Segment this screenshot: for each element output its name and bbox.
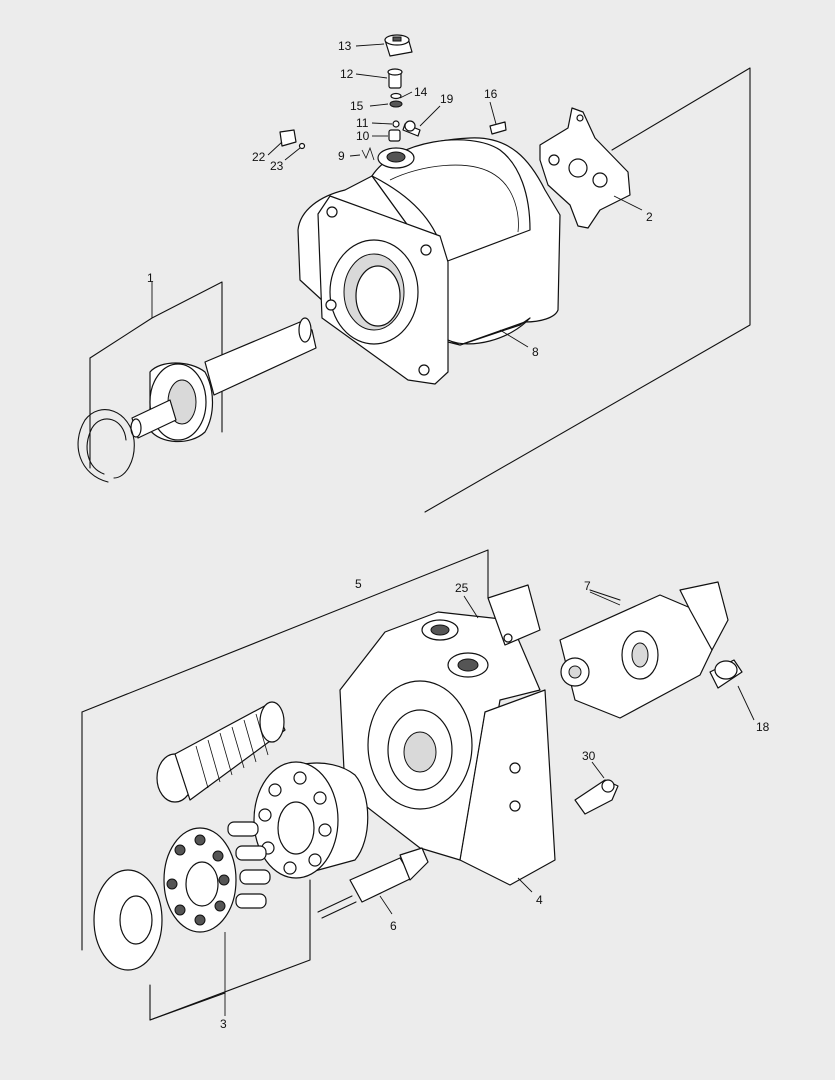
callout-13: 13 (338, 39, 352, 53)
callout-30: 30 (582, 749, 596, 763)
control-valve (317, 847, 429, 919)
mounting-bracket (539, 107, 631, 229)
callout-11: 11 (356, 116, 369, 130)
piston-retainer (163, 821, 271, 933)
valve-block (339, 584, 556, 886)
thrust-washer (93, 869, 163, 971)
callout-6: 6 (390, 919, 397, 933)
callout-25: 25 (455, 581, 469, 595)
callout-2: 2 (646, 210, 653, 224)
callout-23: 23 (270, 159, 284, 173)
drive-shaft-assembly (77, 317, 317, 483)
callout-9: 9 (338, 149, 345, 163)
callout-18: 18 (756, 720, 770, 734)
callout-16: 16 (484, 87, 498, 101)
callout-22: 22 (252, 150, 266, 164)
callout-3: 3 (220, 1017, 227, 1031)
callout-5: 5 (355, 577, 362, 591)
assembly-bracket-lines (81, 67, 751, 1021)
callout-4: 4 (536, 893, 543, 907)
callout-1: 1 (147, 271, 154, 285)
callout-10: 10 (356, 129, 370, 143)
servo-spring (156, 701, 286, 803)
cylinder-block (253, 761, 369, 879)
callout-12: 12 (340, 67, 354, 81)
callout-15: 15 (350, 99, 364, 113)
callout-19: 19 (440, 92, 454, 106)
leader-lines (151, 43, 755, 1016)
fitting-hardware (279, 34, 507, 161)
callout-8: 8 (532, 345, 539, 359)
callout-14: 14 (414, 85, 428, 99)
pump-housing (297, 137, 561, 385)
callout-7: 7 (584, 579, 591, 593)
charge-pump (559, 581, 729, 719)
port-fittings (574, 659, 743, 815)
callout-labels: 13 12 14 15 11 10 9 19 16 22 23 2 1 8 5 … (147, 39, 770, 1031)
